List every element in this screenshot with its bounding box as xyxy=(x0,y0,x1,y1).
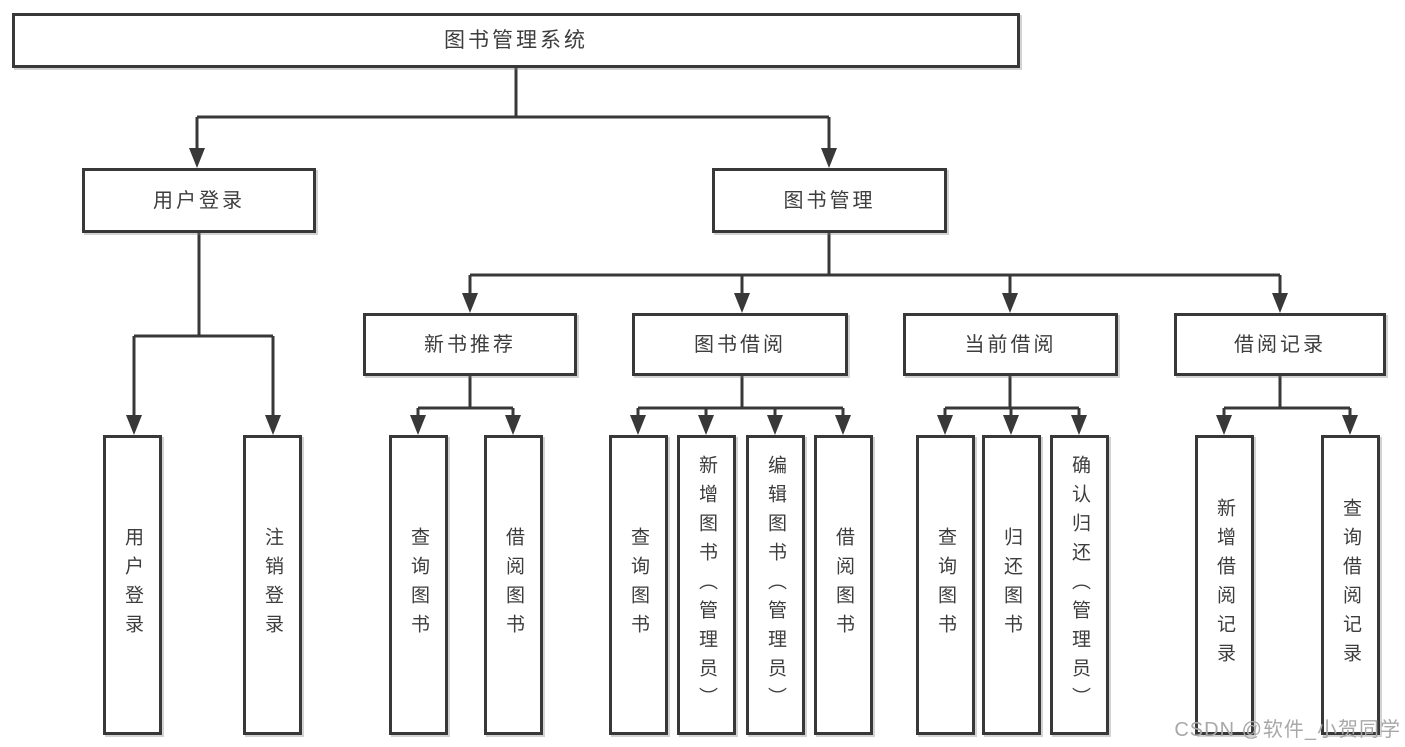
leaf-newbooks-query: 查询图书 xyxy=(389,435,448,735)
leaf-records-query: 查询借阅记录 xyxy=(1321,435,1380,735)
leaf-borrow-edit-admin: 编辑图书（管理员） xyxy=(746,435,805,735)
leaf-logout: 注销登录 xyxy=(243,435,302,735)
leaf-user-login: 用户登录 xyxy=(103,435,162,735)
node-new-books: 新书推荐 xyxy=(363,313,577,376)
leaf-newbooks-borrow: 借阅图书 xyxy=(484,435,543,735)
leaf-borrow-add-admin: 新增图书（管理员） xyxy=(677,435,736,735)
node-borrow-records: 借阅记录 xyxy=(1174,313,1386,376)
leaf-borrow-query: 查询图书 xyxy=(609,435,668,735)
node-book-mgmt: 图书管理 xyxy=(712,168,947,233)
leaf-records-add: 新增借阅记录 xyxy=(1195,435,1254,735)
node-current-borrow: 当前借阅 xyxy=(903,313,1118,376)
node-user-login: 用户登录 xyxy=(82,168,316,233)
leaf-current-return: 归还图书 xyxy=(982,435,1041,735)
node-root: 图书管理系统 xyxy=(12,13,1020,68)
leaf-current-query: 查询图书 xyxy=(916,435,975,735)
node-book-borrow: 图书借阅 xyxy=(632,313,848,376)
watermark: CSDN @软件_小贺同学 xyxy=(1174,719,1401,741)
leaf-current-confirm-admin: 确认归还（管理员） xyxy=(1050,435,1109,735)
leaf-borrow-borrow: 借阅图书 xyxy=(814,435,873,735)
